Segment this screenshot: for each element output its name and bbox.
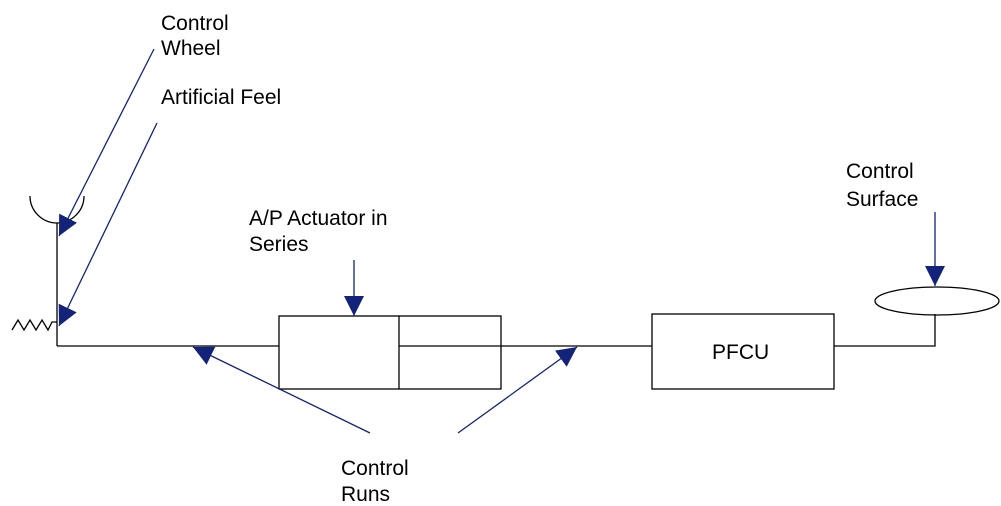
control-surface-label-line2: Surface (846, 188, 919, 211)
control-wheel-label-line1: Control (161, 12, 229, 35)
artificial-feel-arrow (58, 122, 158, 327)
control-surface-icon (874, 286, 1000, 316)
actuator-box (278, 315, 502, 390)
control-runs-arrow-left (192, 346, 371, 434)
actuator-label-line1: A/P Actuator in (249, 207, 388, 230)
pfcu-to-surface-link (834, 314, 936, 347)
control-wheel-arrow (58, 48, 155, 237)
artificial-feel-label: Artificial Feel (161, 86, 282, 109)
control-runs-label-line2: Runs (341, 483, 391, 506)
control-surface-label-line1: Control (846, 160, 914, 183)
actuator-label-line2: Series (249, 233, 309, 256)
control-wheel-icon (29, 195, 85, 224)
control-runs-label-line1: Control (341, 457, 409, 480)
control-runs-arrow-right (457, 346, 578, 434)
pfcu-box (651, 313, 835, 390)
spring-icon (11, 318, 57, 332)
pfcu-label: PFCU (712, 341, 770, 364)
control-wheel-label-line2: Wheel (161, 37, 221, 60)
